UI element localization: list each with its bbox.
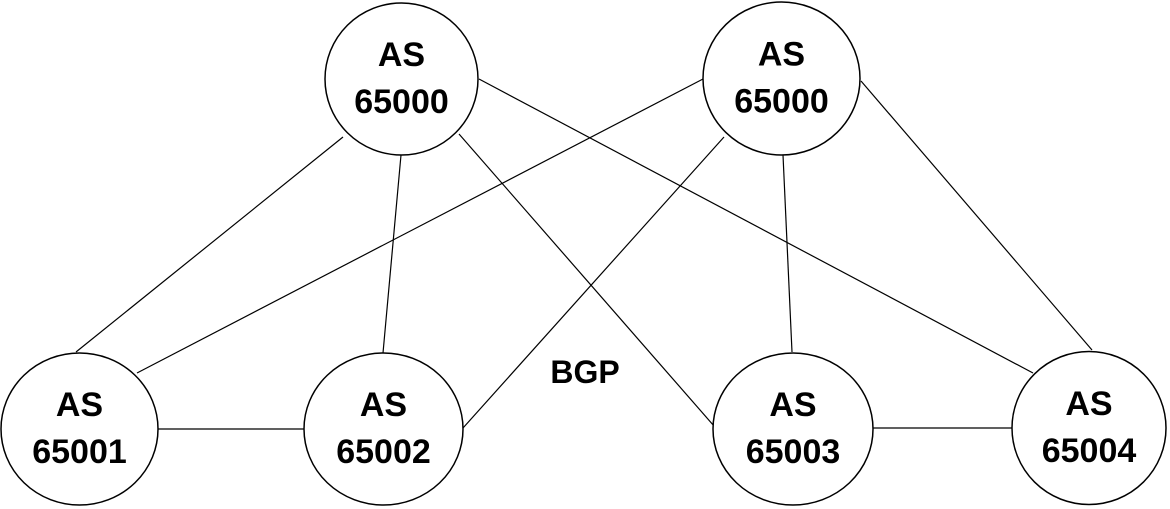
node-label-line2: 65002 [336,433,431,471]
node-as65000-left: AS 65000 [324,2,479,156]
node-as65003: AS 65003 [712,352,874,506]
node-label-as65003: AS 65003 [746,386,841,471]
node-circle-as65004 [1011,350,1167,506]
edge-as65000-right--as65002 [462,136,725,429]
node-label-line1: AS [378,36,425,74]
node-label-line1: AS [1065,385,1112,423]
edge-as65000-right--as65001 [136,78,704,374]
node-label-line2: 65000 [734,83,829,121]
node-as65001: AS 65001 [0,352,159,506]
node-label-line2: 65000 [354,83,449,121]
edges-layer [75,78,1093,430]
edge-as65000-left--as65001 [75,136,344,353]
node-circle-as65001 [0,352,159,506]
edge-as65000-right--as65003 [782,154,793,353]
node-label-as65001: AS 65001 [32,386,127,471]
node-circle-as65000-left [324,2,479,156]
node-circle-as65003 [712,352,874,506]
edge-as65000-right--as65004 [860,80,1093,351]
node-label-as65002: AS 65002 [336,386,431,471]
node-label-line2: 65003 [746,433,841,471]
node-label-as65004: AS 65004 [1042,385,1137,470]
node-as65000-right: AS 65000 [702,1,861,156]
bgp-protocol-label: BGP [550,354,619,390]
node-label-line2: 65001 [32,433,127,471]
node-label-as65000-left: AS 65000 [354,36,449,121]
node-circle-as65000-right [702,1,861,156]
node-label-line2: 65004 [1042,432,1137,470]
edge-as65000-left--as65004 [478,78,1034,374]
node-label-line1: AS [56,386,103,424]
node-label-line1: AS [769,386,816,424]
node-as65004: AS 65004 [1011,350,1167,506]
node-label-line1: AS [360,386,407,424]
edge-as65000-left--as65003 [458,133,715,427]
node-label-as65000-right: AS 65000 [734,36,829,121]
node-circle-as65002 [303,352,464,506]
node-label-line1: AS [758,36,805,74]
node-as65002: AS 65002 [303,352,464,506]
edge-as65000-left--as65002 [382,154,402,354]
